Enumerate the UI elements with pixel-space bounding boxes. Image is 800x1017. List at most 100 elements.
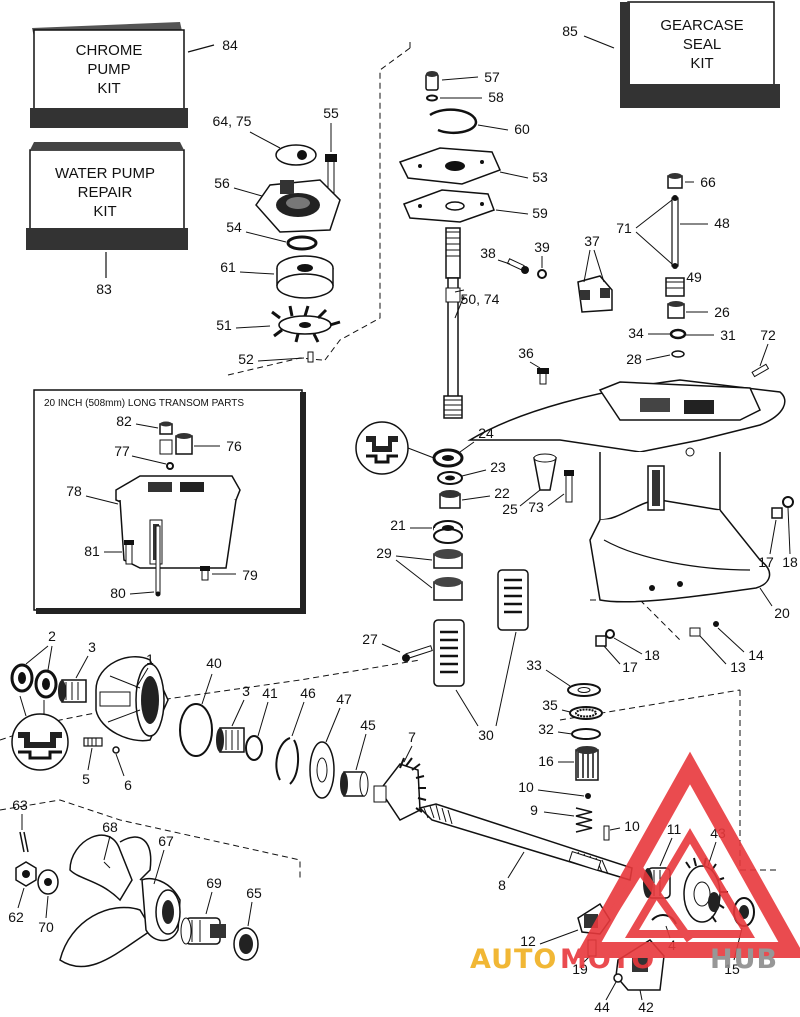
part-67-propeller (59, 834, 181, 968)
part-37-bracket (577, 275, 613, 313)
callout-54: 54 (226, 219, 242, 235)
callout-80: 80 (110, 585, 126, 601)
part-46-retaining-ring (275, 737, 300, 785)
part-38-screw (506, 258, 529, 274)
callout-51: 51 (216, 317, 232, 333)
part-29-bearings (433, 549, 463, 601)
part-16-pinion-gear (575, 746, 599, 781)
part-56-pump-housing (255, 179, 341, 233)
callout-79: 79 (242, 567, 258, 583)
callout-31: 31 (720, 327, 736, 343)
callout-45: 45 (360, 717, 376, 733)
part-10-pin-a (585, 793, 591, 799)
part-13-screw (689, 627, 701, 637)
part-26-bushing (667, 301, 685, 319)
automotohub-watermark: AUTO MOTO HUB (470, 751, 800, 975)
callout-56: 56 (214, 175, 230, 191)
seal-detail-circle (355, 421, 435, 475)
part-14-washer (713, 621, 719, 627)
part-79-screw (200, 566, 210, 581)
part-3-bearing-b (216, 727, 245, 753)
part-25-cone (533, 453, 557, 491)
part-54-seal-ring (286, 235, 318, 251)
callout-81: 81 (84, 543, 100, 559)
part-17-screw-b (595, 635, 607, 647)
part-49-connector (665, 277, 685, 297)
part-10-pin-b (603, 825, 610, 841)
inset-title: 20 INCH (508mm) LONG TRANSOM PARTS (44, 398, 244, 409)
long-transom-inset: 20 INCH (508mm) LONG TRANSOM PARTS 82 76… (33, 389, 306, 614)
callout-64-75: 64, 75 (213, 113, 252, 129)
part-2-seals (10, 663, 58, 699)
chrome-pump-kit-box: CHROME PUMP KIT (30, 22, 188, 128)
part-33-washer (567, 683, 601, 697)
callout-35: 35 (542, 697, 558, 713)
callout-69: 69 (206, 875, 222, 891)
callout-52: 52 (238, 351, 254, 367)
callout-42: 42 (638, 999, 654, 1015)
callout-18b: 18 (644, 647, 660, 663)
callout-37: 37 (584, 233, 600, 249)
callout-32: 32 (538, 721, 554, 737)
chrome-pump-kit-line1: CHROME (76, 42, 143, 59)
callout-11: 11 (667, 821, 682, 837)
gearcase-seal-kit-line3: KIT (690, 55, 713, 72)
callout-73: 73 (528, 499, 544, 515)
callout-3b: 3 (242, 683, 250, 699)
part-7-forward-gear (373, 757, 427, 821)
part-41-ring (245, 735, 263, 761)
part-73-screw (564, 470, 574, 503)
callout-77: 77 (114, 443, 130, 459)
part-81-screw (124, 540, 134, 565)
callout-39: 39 (534, 239, 550, 255)
part-22-bearing (439, 490, 461, 509)
callout-9: 9 (530, 802, 538, 818)
water-pump-kit-line3: KIT (93, 203, 116, 220)
callout-60: 60 (514, 121, 530, 137)
watermark-moto: MOTO (560, 944, 655, 975)
watermark-auto: AUTO (470, 944, 557, 975)
callout-84: 84 (222, 37, 238, 53)
part-5-screw (83, 737, 103, 747)
part-3-bearing-a (58, 679, 87, 703)
chrome-pump-kit-line2: PUMP (87, 61, 130, 78)
callout-19: 19 (572, 961, 588, 977)
part-9-spring (575, 807, 593, 833)
part-52-key (307, 351, 314, 363)
part-28-washer (671, 350, 685, 358)
chrome-pump-kit-line3: KIT (97, 80, 120, 97)
callout-63: 63 (12, 797, 28, 813)
part-80-rod (155, 525, 161, 597)
callout-36: 36 (518, 345, 534, 361)
callout-18a: 18 (782, 554, 798, 570)
part-8-propeller-shaft (418, 803, 633, 881)
callout-57: 57 (484, 69, 500, 85)
callout-62: 62 (8, 909, 24, 925)
part-21-bearing (433, 520, 463, 544)
callout-61: 61 (220, 259, 236, 275)
part-82-grommet (159, 421, 173, 435)
callout-53: 53 (532, 169, 548, 185)
part-59-gasket (402, 189, 495, 223)
callout-13: 13 (730, 659, 746, 675)
callout-58: 58 (488, 89, 504, 105)
callout-15: 15 (724, 961, 740, 977)
callout-59: 59 (532, 205, 548, 221)
part-18-washer-b (605, 629, 615, 639)
part-30-anode-plates (433, 569, 529, 687)
part-23-bearing (437, 471, 463, 485)
watermark-triangle-logo (574, 751, 800, 958)
part-51-impeller (271, 305, 341, 343)
callout-22: 22 (494, 485, 510, 501)
part-20-gearcase-housing (467, 379, 786, 603)
callout-44: 44 (594, 999, 610, 1015)
callout-27: 27 (362, 631, 378, 647)
part-65-thrust-hub (233, 927, 259, 961)
watermark-hub: HUB (710, 944, 778, 975)
part-17-screw-a (771, 507, 783, 519)
callout-1: 1 (146, 651, 154, 667)
gearcase-seal-kit-box: GEARCASE SEAL KIT (620, 1, 780, 108)
callout-25: 25 (502, 501, 518, 517)
